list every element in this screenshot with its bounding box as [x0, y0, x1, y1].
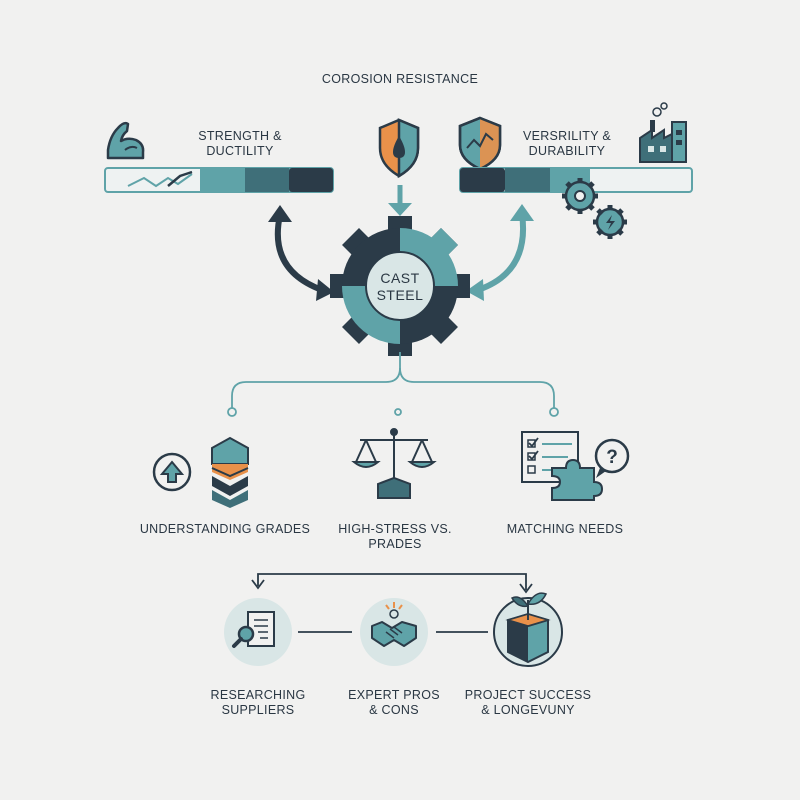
handshake-icon [371, 602, 417, 647]
versatility-line1: VERSRILITY & [522, 129, 612, 143]
gears-icon [562, 178, 627, 239]
cast-steel-label: CAST STEEL [360, 270, 440, 304]
stress-line1: HIGH-STRESS vs. [338, 522, 452, 536]
shield-chart-icon [458, 116, 502, 171]
matching-needs-label: MATCHING NEEDS [506, 522, 624, 536]
puzzle-icon [551, 458, 604, 501]
strength-bar [104, 167, 334, 193]
shield-drop-icon [378, 118, 420, 179]
versatility-durability-label: VERSRILITY & DURABILITY [505, 129, 629, 159]
document-search-icon [232, 611, 275, 648]
cast-steel-line1: CAST [380, 270, 420, 286]
expert-line2: & CONS [369, 703, 419, 717]
strength-ductility-label: STRENGTH & DUCTILITY [180, 129, 300, 159]
growing-cube-icon [505, 592, 551, 664]
strength-line1: STRENGTH & [198, 129, 282, 143]
arm-muscle-icon [106, 121, 145, 160]
cast-steel-gear [330, 216, 470, 356]
project-success-label: PROJECT SUCCESS & LONGEVUNY [458, 688, 598, 718]
strength-line2: DUCTILITY [206, 144, 274, 158]
research-line1: RESEARCHING [210, 688, 306, 702]
up-arrow-circle-icon [152, 452, 192, 492]
expert-line1: EXPERT PROS [348, 688, 440, 702]
stress-line2: PRADES [368, 537, 422, 551]
success-line2: & LONGEVUNY [481, 703, 575, 717]
corrosion-resistance-label: COROSION RESISTANCE [321, 72, 479, 86]
svg-text:?: ? [606, 447, 618, 468]
corrosion-arrow [388, 185, 412, 216]
understanding-grades-label: UNDERSTANDING GRADES [139, 522, 311, 536]
bottom-bracket [251, 573, 533, 594]
researching-suppliers-label: RESEARCHING SUPPLIERS [198, 688, 318, 718]
left-curved-arrow [268, 205, 334, 301]
branch-connectors [227, 352, 559, 417]
factory-icon [639, 102, 687, 163]
success-line1: PROJECT SUCCESS [464, 688, 592, 702]
cast-steel-line2: STEEL [376, 287, 424, 303]
balance-scale-icon [351, 428, 437, 499]
question-bubble-icon: ? [594, 438, 630, 478]
expert-pros-cons-label: EXPERT PROS & CONS [334, 688, 454, 718]
versatility-line2: DURABILITY [528, 144, 606, 158]
right-curved-arrow [466, 204, 534, 301]
research-line2: SUPPLIERS [221, 703, 295, 717]
high-stress-label: HIGH-STRESS vs. PRADES [330, 522, 460, 552]
layer-stack-icon [211, 436, 249, 508]
